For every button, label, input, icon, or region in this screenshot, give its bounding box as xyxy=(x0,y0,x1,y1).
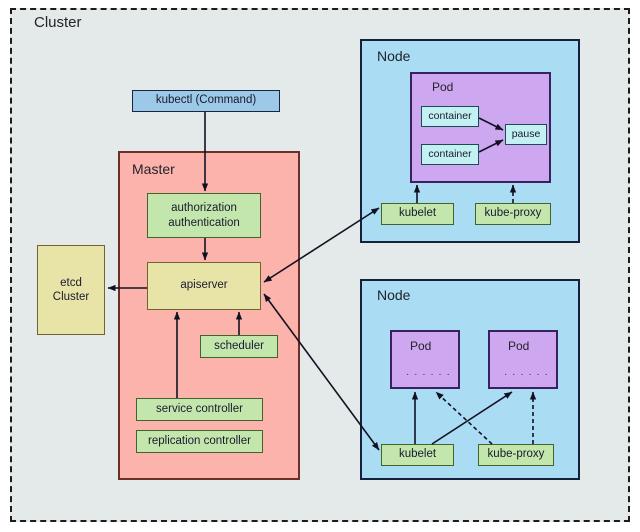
node-2-pod-2 xyxy=(488,330,558,389)
authentication-label: authentication xyxy=(168,216,240,229)
node-2-pod-1 xyxy=(390,330,460,389)
etcd-label: etcd xyxy=(60,276,82,289)
node-2-kubelet: kubelet xyxy=(381,444,454,466)
node-2-pod-2-dots: · · · · · · xyxy=(504,369,549,380)
node-2-pod-1-dots: · · · · · · xyxy=(406,369,451,380)
node-2-kube-proxy: kube-proxy xyxy=(478,444,554,466)
node-1-kube-proxy: kube-proxy xyxy=(475,203,551,225)
node-1-pause-container: pause xyxy=(505,124,547,145)
node-1-container-1: container xyxy=(421,106,479,127)
apiserver-box: apiserver xyxy=(147,262,261,310)
node-2-label: Node xyxy=(377,287,411,303)
etcd-cluster-label: Cluster xyxy=(52,291,90,303)
etcd-cluster-box: etcd Cluster xyxy=(37,245,105,335)
scheduler-box: scheduler xyxy=(200,335,278,358)
kubectl-command-box: kubectl (Command) xyxy=(132,90,280,112)
node-1-kubelet: kubelet xyxy=(381,203,454,225)
service-controller-box: service controller xyxy=(136,398,263,421)
authorization-authentication-box: authorization authentication xyxy=(147,193,261,238)
node-1-pod-label: Pod xyxy=(432,80,454,94)
node-1-label: Node xyxy=(377,48,411,64)
replication-controller-box: replication controller xyxy=(136,430,263,453)
master-label: Master xyxy=(132,161,175,177)
authorization-label: authorization xyxy=(171,202,237,215)
node-2-pod-2-label: Pod xyxy=(508,339,530,353)
node-1-container-2: container xyxy=(421,144,479,165)
cluster-label: Cluster xyxy=(34,14,82,31)
node-2-pod-1-label: Pod xyxy=(410,339,432,353)
